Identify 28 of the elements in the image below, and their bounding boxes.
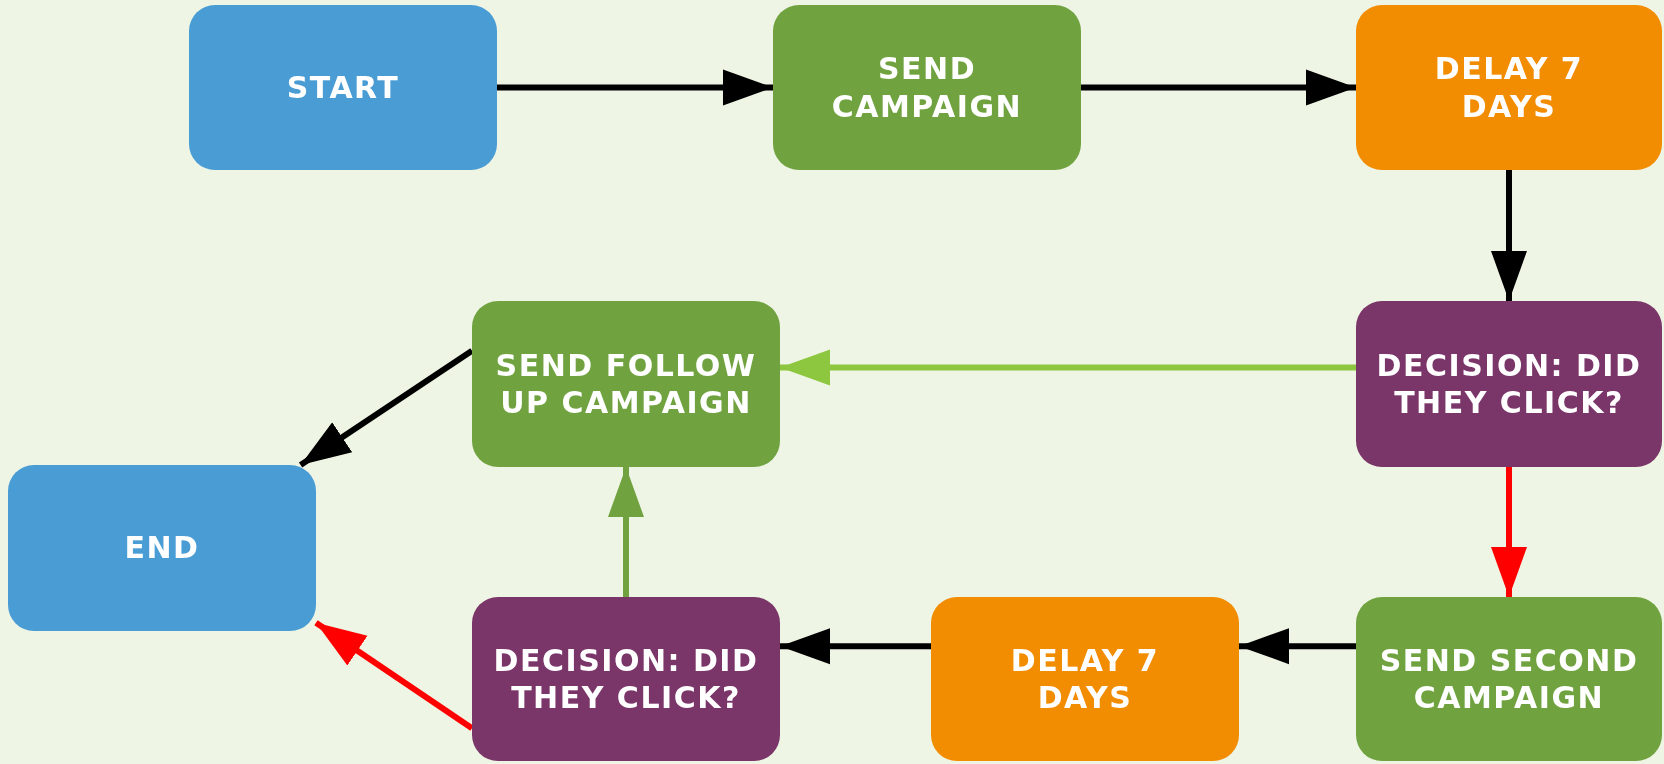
terminal-box — [8, 465, 316, 631]
arrow — [1491, 467, 1527, 597]
arrow — [608, 467, 644, 597]
node-label: DECISION: DID THEY CLICK? — [492, 641, 760, 717]
node-label: SEND SECOND CAMPAIGN — [1378, 641, 1640, 717]
process-box — [773, 5, 1081, 170]
node-label: SEND CAMPAIGN — [830, 50, 1024, 125]
process-box — [472, 301, 780, 467]
node-label: START — [286, 68, 400, 107]
terminal-box — [189, 5, 497, 170]
arrow — [1081, 69, 1356, 106]
delay-box — [931, 597, 1239, 761]
node-label: SEND FOLLOW UP CAMPAIGN — [494, 346, 758, 422]
node-label: DELAY 7 DAYS — [1433, 50, 1585, 125]
node-label: DELAY 7 DAYS — [1009, 641, 1161, 717]
arrow — [314, 620, 474, 731]
arrow — [1239, 628, 1356, 665]
node-label: DECISION: DID THEY CLICK? — [1376, 346, 1642, 422]
arrow — [780, 349, 1356, 386]
process-box — [1356, 597, 1662, 761]
arrow — [780, 628, 931, 665]
decision-box — [1356, 301, 1662, 467]
arrow — [1491, 170, 1527, 301]
decision-box — [472, 597, 780, 761]
node-label: END — [124, 529, 200, 567]
delay-box — [1356, 5, 1662, 170]
arrow — [298, 348, 474, 468]
arrow — [497, 69, 773, 106]
